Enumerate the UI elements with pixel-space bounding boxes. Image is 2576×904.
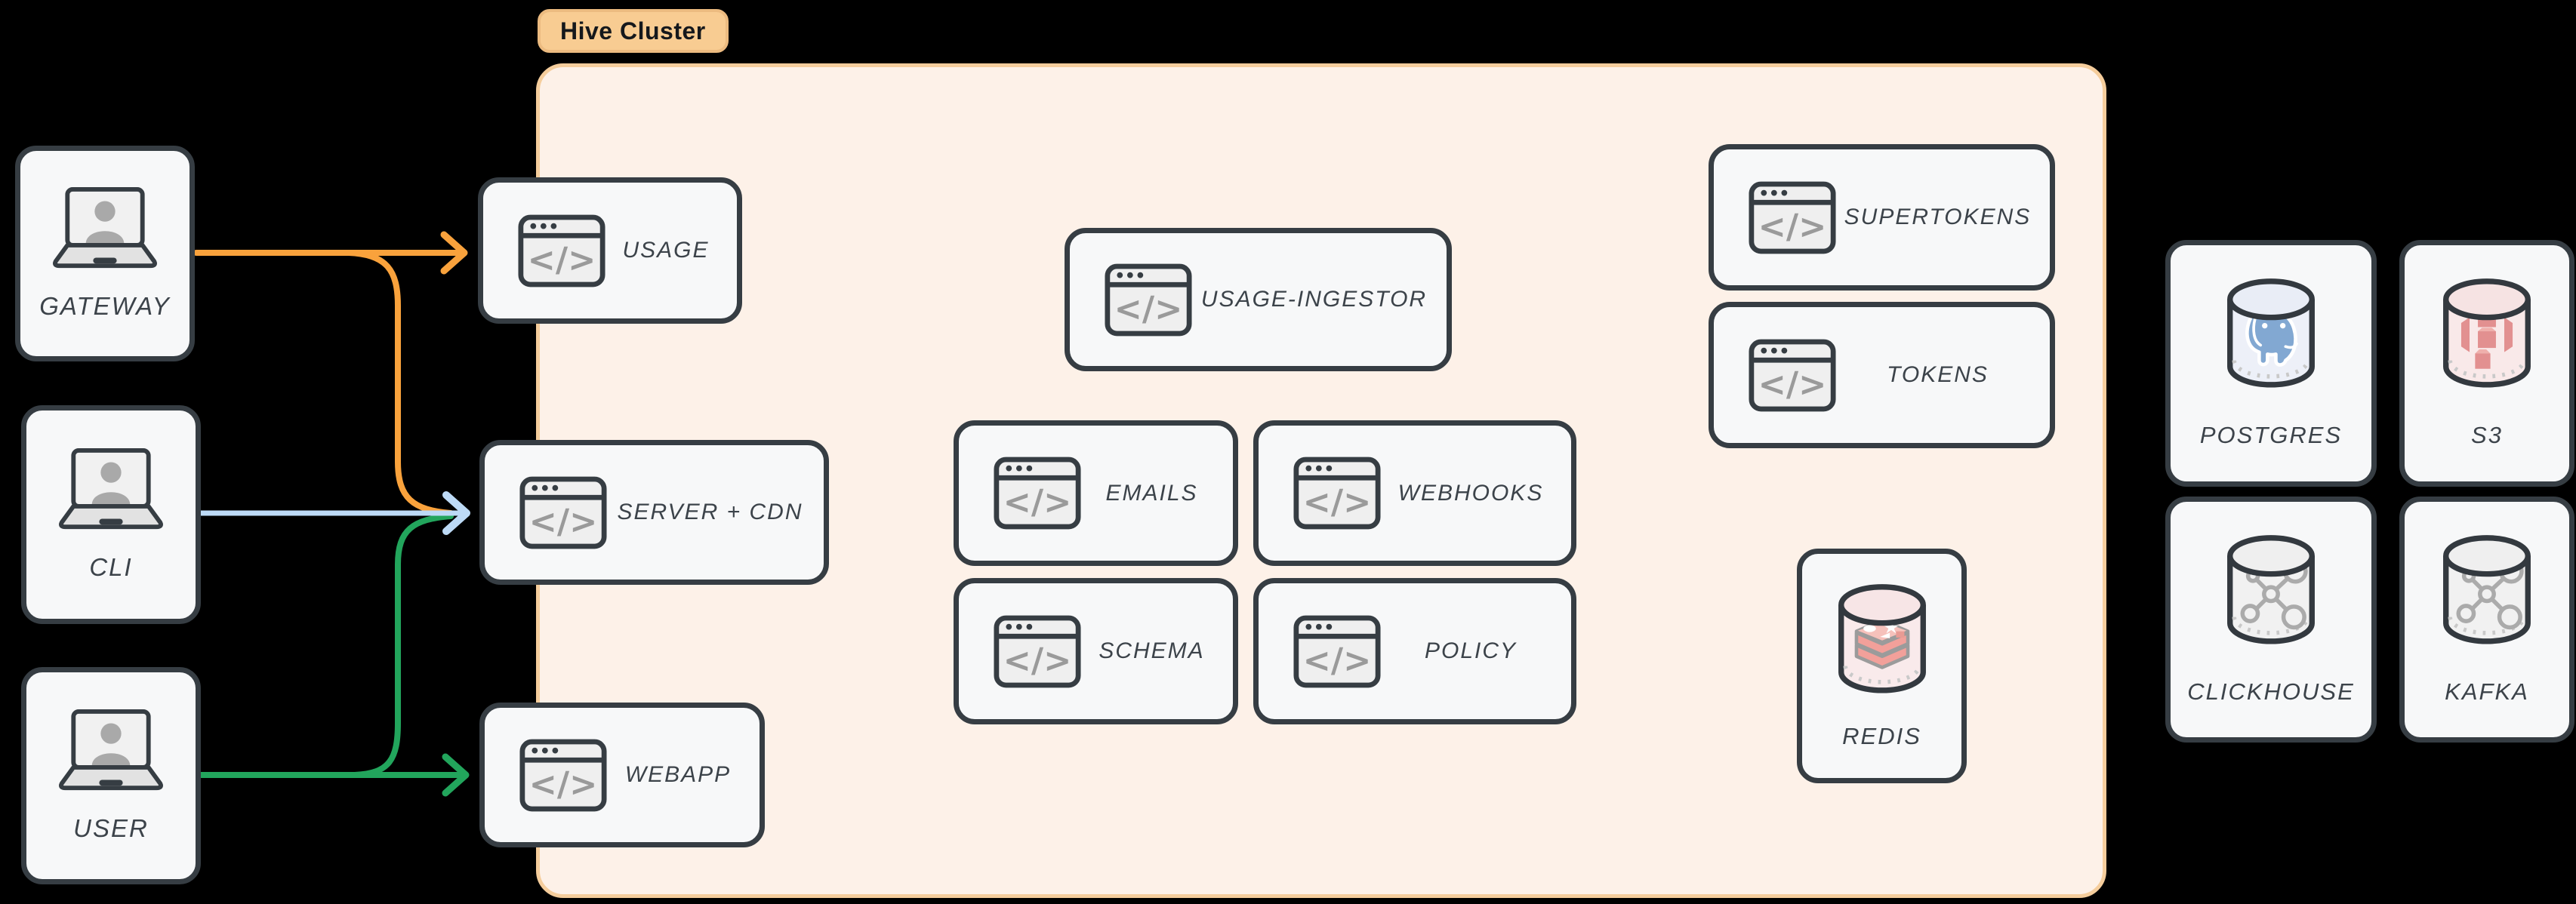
node-schema: </> SCHEMA [954,578,1238,724]
node-supertokens-label: SUPERTOKENS [1844,204,2032,229]
node-s3-label: S3 [2471,422,2503,448]
node-usage: </> USAGE [478,177,742,324]
node-gateway-label: GATEWAY [39,292,171,320]
browser-code-icon: </> [1749,339,1836,411]
node-schema-label: SCHEMA [1098,638,1205,663]
browser-code-icon: </> [1105,263,1192,336]
redis-database-icon [1838,584,1926,693]
svg-text:</>: </> [529,503,598,541]
node-supertokens: </> SUPERTOKENS [1709,144,2055,291]
node-usage-ingestor: </> USAGE-INGESTOR [1065,228,1452,371]
clickhouse-database-icon [2227,535,2315,644]
edge-gateway-usage-arrowhead [440,231,468,275]
hive-cluster-label: Hive Cluster [560,17,706,45]
node-server-cdn-label: SERVER + CDN [617,500,803,524]
node-postgres: POSTGRES [2165,240,2377,487]
s3-bucket-icon [2443,278,2531,388]
node-cli-label: CLI [89,553,133,581]
svg-text:</>: </> [1303,484,1372,522]
laptop-user-icon [59,447,163,530]
browser-code-icon: </> [994,615,1081,687]
browser-code-icon: </> [1293,615,1381,687]
node-clickhouse-label: CLICKHOUSE [2187,678,2355,705]
svg-text:</>: </> [1758,208,1827,246]
node-kafka-label: KAFKA [2445,678,2529,705]
svg-text:</>: </> [529,765,598,804]
hive-cluster-badge: Hive Cluster [538,9,729,53]
browser-code-icon: </> [519,476,607,549]
laptop-user-icon [59,709,163,791]
node-policy-label: POLICY [1424,638,1518,663]
svg-text:</>: </> [1003,641,1072,680]
node-user: USER [21,667,201,884]
svg-text:</>: </> [1758,365,1827,404]
edge-cli-servercdn-arrowhead [442,491,470,535]
browser-code-icon: </> [1749,181,1836,254]
node-cli: CLI [21,405,201,624]
node-tokens: </> TOKENS [1709,302,2055,448]
edge-user-webapp-arrowhead [442,753,470,797]
node-kafka: KAFKA [2399,497,2574,743]
node-webhooks: </> WEBHOOKS [1253,420,1576,566]
node-webapp: </> WEBAPP [479,703,765,847]
svg-text:</>: </> [1303,641,1372,680]
node-user-label: USER [73,814,149,842]
svg-text:</>: </> [1114,290,1183,328]
node-usage-ingestor-label: USAGE-INGESTOR [1200,287,1428,312]
node-webapp-label: WEBAPP [624,762,732,787]
node-gateway: GATEWAY [15,146,195,361]
svg-text:</>: </> [528,241,596,279]
node-clickhouse: CLICKHOUSE [2165,497,2377,743]
kafka-database-icon [2443,535,2531,644]
node-webhooks-label: WEBHOOKS [1397,480,1544,506]
browser-code-icon: </> [518,214,605,287]
node-emails-label: EMAILS [1105,480,1198,506]
node-redis-label: REDIS [1842,723,1921,749]
node-policy: </> POLICY [1253,578,1576,724]
browser-code-icon: </> [1293,457,1381,530]
edge-gateway-servercdn [346,250,454,516]
browser-code-icon: </> [994,457,1081,530]
node-redis: REDIS [1797,549,1967,783]
node-postgres-label: POSTGRES [2199,422,2343,448]
postgres-database-icon [2227,278,2315,388]
node-emails: </> EMAILS [954,420,1238,566]
browser-code-icon: </> [519,739,607,811]
node-s3: S3 [2399,240,2574,487]
node-tokens-label: TOKENS [1887,362,1989,387]
node-usage-label: USAGE [622,238,710,263]
node-server-cdn: </> SERVER + CDN [479,440,829,585]
edge-user-servercdn [352,513,454,778]
svg-text:</>: </> [1003,484,1072,522]
laptop-user-icon [53,186,157,269]
